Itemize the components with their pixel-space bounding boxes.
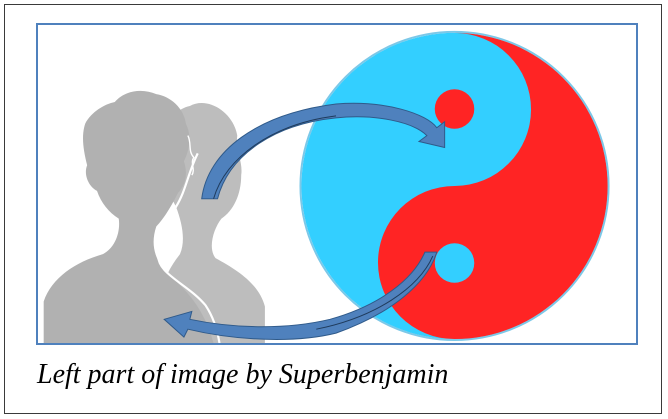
yin-dot-in-yang xyxy=(435,243,475,283)
figure-caption: Left part of image by Superbenjamin xyxy=(37,361,448,389)
diagram-canvas xyxy=(38,25,636,343)
diagram-figure xyxy=(36,23,638,345)
yang-dot-in-yin xyxy=(435,89,475,129)
silhouette-group xyxy=(44,91,265,343)
yin-yang-symbol xyxy=(300,32,608,340)
figure-frame: Left part of image by Superbenjamin xyxy=(4,4,662,414)
